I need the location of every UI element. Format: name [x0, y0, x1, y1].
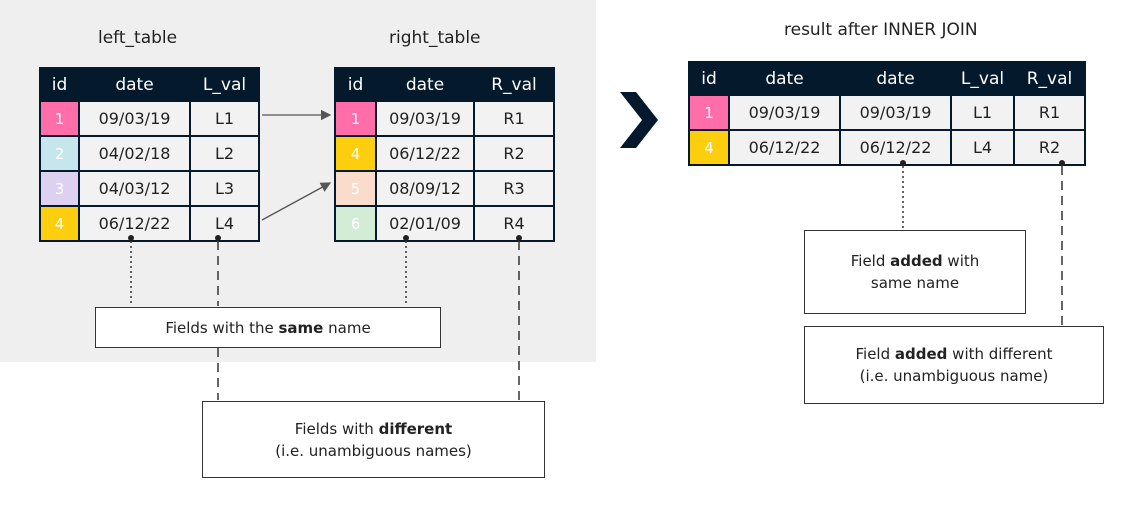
join-arrow-id-4	[261, 182, 332, 221]
id-cell: 4	[688, 129, 730, 166]
date-cell: 06/12/22	[728, 129, 841, 166]
header-r-val: R_val	[473, 67, 555, 102]
value-cell: L3	[189, 170, 260, 207]
id-cell: 5	[334, 170, 377, 207]
date-cell: 06/12/22	[78, 205, 191, 242]
date-cell: 09/03/19	[375, 100, 475, 137]
table-row: 6 02/01/09 R4	[334, 205, 555, 242]
table-row: 1 09/03/19 09/03/19 L1 R1	[688, 94, 1086, 131]
value-cell: L4	[950, 129, 1015, 166]
callout-emphasis: added	[894, 345, 948, 363]
callout-text: Fields with	[294, 419, 379, 438]
table-row: 4 06/12/22 R2	[334, 135, 555, 172]
id-cell: 1	[39, 100, 80, 137]
table-row: 3 04/03/12 L3	[39, 170, 260, 207]
table-row: 4 06/12/22 06/12/22 L4 R2	[688, 129, 1086, 166]
header-date: date	[78, 67, 191, 102]
value-cell: R1	[1013, 94, 1086, 131]
date-cell: 06/12/22	[839, 129, 952, 166]
table-row: 4 06/12/22 L4	[39, 205, 260, 242]
left-table: id date L_val 1 09/03/19 L1 2 04/02/18 L…	[39, 67, 260, 242]
callout-text: with	[942, 252, 980, 270]
value-cell: L4	[189, 205, 260, 242]
value-cell: R4	[473, 205, 555, 242]
callout-text: name	[323, 318, 371, 337]
callout-text: Field	[855, 345, 895, 363]
id-cell: 4	[334, 135, 377, 172]
right-table: id date R_val 1 09/03/19 R1 4 06/12/22 R…	[334, 67, 555, 242]
table-row: 1 09/03/19 L1	[39, 100, 260, 137]
date-cell: 02/01/09	[375, 205, 475, 242]
value-cell: R2	[1013, 129, 1086, 166]
chevron-right-icon	[620, 92, 658, 148]
added-different-callout: Field added with different (i.e. unambig…	[804, 326, 1104, 404]
header-date-added: date	[839, 61, 952, 96]
value-cell: L1	[950, 94, 1015, 131]
right-table-title: right_table	[389, 28, 481, 48]
date-cell: 09/03/19	[78, 100, 191, 137]
header-id: id	[688, 61, 730, 96]
id-cell: 1	[688, 94, 730, 131]
value-cell: L1	[189, 100, 260, 137]
callout-text: (i.e. unambiguous names)	[275, 441, 472, 460]
different-name-callout: Fields with different (i.e. unambiguous …	[202, 401, 545, 478]
value-cell: L2	[189, 135, 260, 172]
id-cell: 2	[39, 135, 80, 172]
date-cell: 09/03/19	[728, 94, 841, 131]
table-row: 5 08/09/12 R3	[334, 170, 555, 207]
date-cell: 04/02/18	[78, 135, 191, 172]
callout-text: Fields with the	[165, 318, 279, 337]
same-name-callout: Fields with the same name	[95, 307, 441, 348]
callout-emphasis: same	[278, 318, 324, 337]
header-l-val: L_val	[189, 67, 260, 102]
header-r-val: R_val	[1013, 61, 1086, 96]
result-table: id date date L_val R_val 1 09/03/19 09/0…	[688, 61, 1086, 166]
id-cell: 1	[334, 100, 377, 137]
callout-text: with different	[947, 345, 1053, 363]
callout-text: same name	[870, 274, 960, 292]
date-cell: 06/12/22	[375, 135, 475, 172]
value-cell: R3	[473, 170, 555, 207]
callout-emphasis: added	[890, 252, 943, 270]
header-l-val: L_val	[950, 61, 1015, 96]
header-id: id	[334, 67, 377, 102]
header-id: id	[39, 67, 80, 102]
value-cell: R2	[473, 135, 555, 172]
header-date: date	[375, 67, 475, 102]
callout-text: (i.e. unambiguous name)	[859, 367, 1049, 385]
id-cell: 6	[334, 205, 377, 242]
table-row: 1 09/03/19 R1	[334, 100, 555, 137]
header-date: date	[728, 61, 841, 96]
result-table-title: result after INNER JOIN	[784, 20, 978, 40]
id-cell: 4	[39, 205, 80, 242]
date-cell: 04/03/12	[78, 170, 191, 207]
added-same-callout: Field added with same name	[804, 230, 1026, 314]
value-cell: R1	[473, 100, 555, 137]
left-table-title: left_table	[98, 28, 178, 48]
table-row: 2 04/02/18 L2	[39, 135, 260, 172]
date-cell: 08/09/12	[375, 170, 475, 207]
callout-text: Field	[850, 252, 891, 270]
date-cell: 09/03/19	[839, 94, 952, 131]
id-cell: 3	[39, 170, 80, 207]
callout-emphasis: different	[378, 419, 453, 438]
